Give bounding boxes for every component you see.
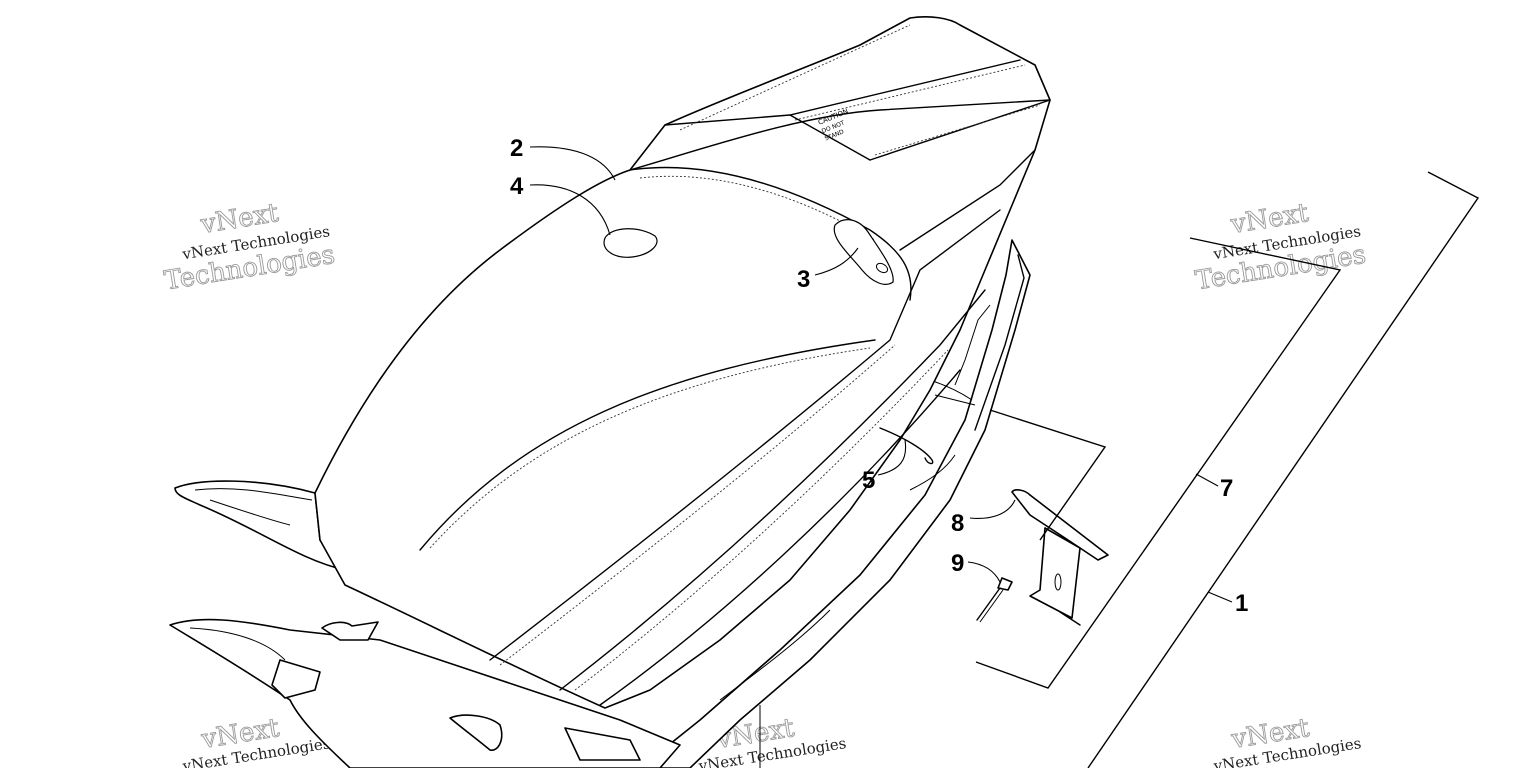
seat-side-seam-3: [599, 369, 961, 706]
part-9-rivet-head: [997, 577, 1013, 591]
lower-fender-tail-slot: [449, 714, 503, 751]
seat-side-stitch-1: [499, 344, 896, 666]
assembly-bracket-kit: [989, 409, 1107, 541]
callout-8: 8: [951, 510, 964, 537]
part-4-foam-pad: [603, 228, 658, 258]
watermark-1: vNext vNext Technologies Technologies: [162, 198, 338, 297]
part-8-bracket-foot: [1059, 611, 1081, 626]
seat-center-panel: [419, 339, 876, 551]
callout-9: 9: [951, 550, 964, 577]
assembly-bracket-1: [1087, 171, 1480, 768]
seat-base-rib-5: [719, 609, 831, 701]
bracket-kit: [976, 489, 1109, 626]
seat-base-pan: [639, 239, 1031, 768]
part-3-hole: [875, 262, 889, 274]
seat-passenger-panel-1: [789, 114, 871, 161]
seat-cushion: CAUTION DO NOT STAND: [174, 16, 1051, 709]
watermark-3: vNext vNext Technologies Technologies: [1193, 198, 1369, 297]
callout-7: 7: [1220, 475, 1233, 502]
leader-5: [877, 439, 907, 476]
seat-passenger-stitch-2: [794, 64, 1026, 121]
seat-center-panel-stitch: [429, 347, 871, 549]
seat-side-seam-4: [899, 149, 1036, 251]
leader-9: [967, 561, 1001, 583]
part-8-bracket-plate: [1011, 489, 1109, 561]
lower-fender: [169, 618, 761, 768]
lower-fender-tab: [271, 659, 321, 699]
assembly-bracket-7: [975, 237, 1342, 689]
leader-3: [814, 247, 859, 276]
seat-bolster-seam: [629, 166, 912, 301]
seat-cushion-outline: [314, 16, 1051, 709]
seat-side-seam-2: [559, 289, 986, 691]
callout-3: 3: [797, 266, 810, 293]
seat-front-lip-inner: [194, 488, 313, 501]
part-5-clip: [879, 427, 934, 465]
seat-base-rim: [974, 254, 1025, 431]
seat-bolster-stitch: [639, 175, 876, 241]
lower-fender-slot: [564, 727, 641, 761]
seat-side-seam-1: [489, 209, 1001, 661]
leader-4: [529, 184, 611, 236]
part-9-rivet-shank-2: [979, 589, 1004, 623]
callout-4: 4: [510, 173, 524, 200]
leader-7: [1195, 473, 1219, 487]
callout-1: 1: [1235, 590, 1248, 617]
callout-5: 5: [862, 467, 875, 494]
callout-2: 2: [510, 135, 523, 162]
seat-base-rib-1: [954, 304, 991, 386]
part-8-bracket-leg: [1029, 527, 1081, 619]
seat-passenger-panel-2: [869, 99, 1051, 161]
seat-step-seam: [629, 99, 1051, 171]
watermark-6: vNext vNext Technologies: [1211, 713, 1362, 768]
lower-fender-inner: [189, 627, 286, 661]
seat-base-rib-2: [934, 394, 976, 406]
seat-base-rib-4: [909, 454, 956, 491]
seat-front-lip-inner-2: [209, 499, 291, 526]
lower-fender-body: [169, 618, 681, 768]
seat-passenger-stitch-3: [874, 104, 1041, 156]
leader-8: [969, 499, 1016, 519]
seat-front-lip: [174, 480, 346, 571]
lower-fender-clip: [321, 621, 379, 641]
leader-1: [1207, 591, 1233, 603]
leader-2: [529, 146, 616, 181]
seat-side-stitch-2: [574, 349, 949, 691]
part-8-bracket-hole: [1054, 573, 1062, 591]
part-9-rivet-shank: [976, 587, 1001, 621]
